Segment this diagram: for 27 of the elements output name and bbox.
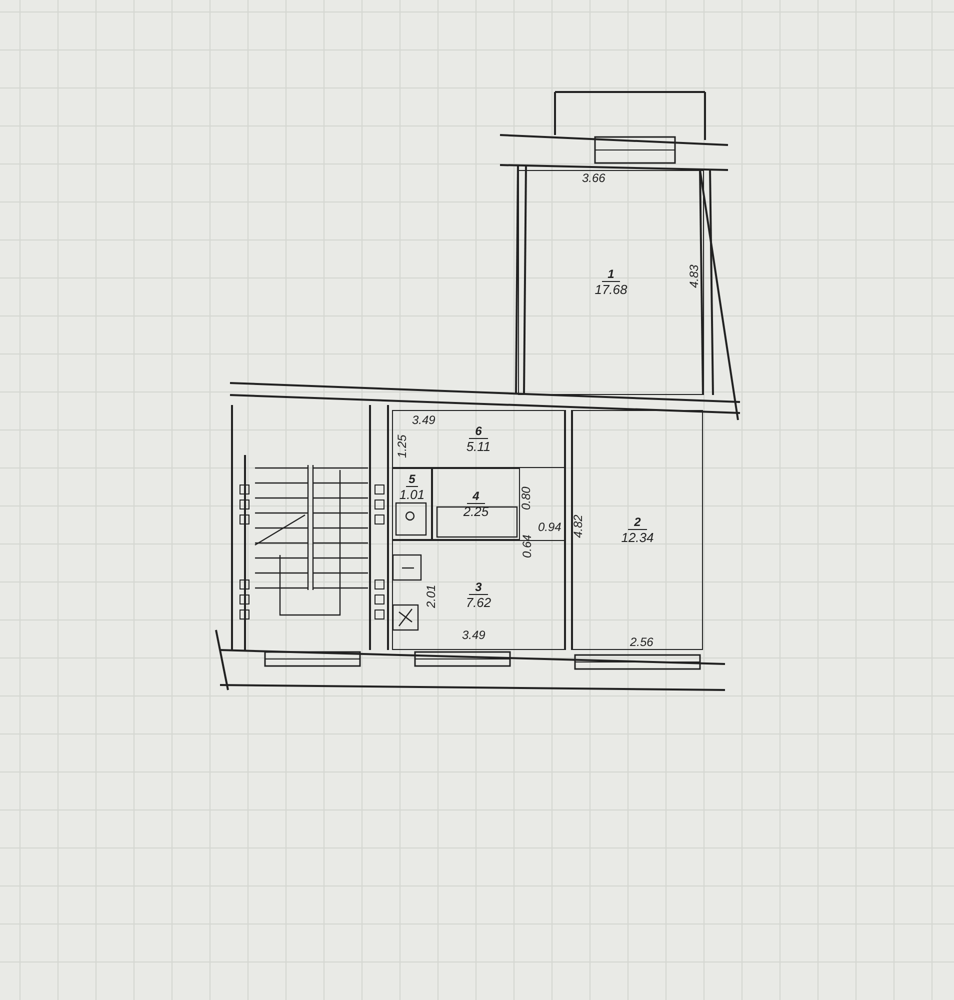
dimension-label: 1.25	[396, 434, 409, 458]
dimension-label: 2.56	[630, 636, 654, 649]
room-outline	[518, 170, 704, 395]
room-area: 7.62	[466, 594, 492, 610]
room-outline	[392, 410, 565, 468]
room-number: 5	[406, 473, 418, 487]
room-number: 3	[469, 580, 488, 594]
dimension-label: 3.66	[582, 172, 606, 185]
dimension-label: 0.94	[538, 521, 562, 534]
dimension-label: 0.80	[520, 486, 533, 510]
room-area: 12.34	[621, 530, 654, 544]
room-outline	[392, 468, 432, 540]
room-number: 6	[469, 424, 488, 438]
room-outline	[572, 410, 703, 650]
dimension-label: 2.01	[425, 584, 438, 608]
dimension-label: 3.49	[412, 414, 436, 427]
dimension-label: 0.64	[521, 534, 534, 558]
room-number: 1	[602, 268, 620, 282]
room-area: 1.01	[399, 487, 425, 502]
room-area: 5.11	[466, 438, 491, 454]
dimension-label: 4.83	[688, 264, 701, 288]
room-outline	[432, 468, 520, 540]
room-number: 2	[628, 516, 647, 530]
dimension-label: 3.49	[462, 629, 486, 642]
room-area: 17.68	[594, 282, 628, 297]
room-number: 4	[466, 490, 486, 504]
dimension-label: 4.82	[572, 514, 585, 538]
